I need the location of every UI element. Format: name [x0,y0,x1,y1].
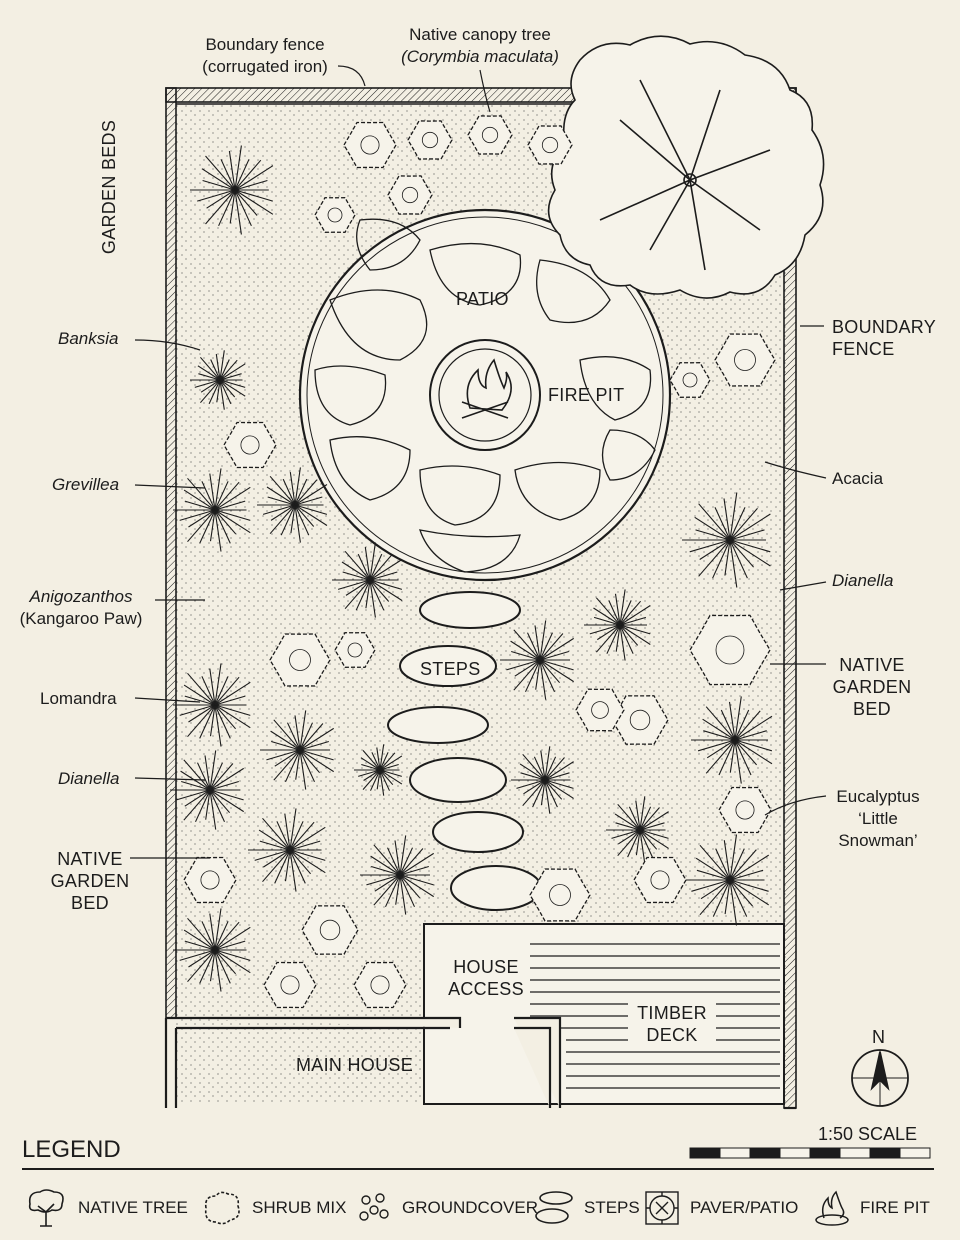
planting [170,115,776,1009]
legend-divider [22,1168,934,1170]
label-north: N [872,1027,886,1047]
shrub-plant [611,695,669,745]
label-boundary-fence-top: Boundary fence (corrugated iron) [202,35,328,76]
grass-plant [682,492,771,588]
shrub-plant [314,197,356,233]
paver-patio-icon [645,1191,679,1225]
label-dianella-right: Dianella [832,571,894,590]
shrub-plant [334,632,376,668]
shrub-plant [689,614,771,686]
groundcover-icon [359,1193,389,1221]
label-main-house: MAIN HOUSE [296,1055,414,1075]
fire-pit-icon [461,358,512,419]
shrub-plant [343,121,397,169]
shrub-plant [529,868,591,922]
scale-bar [689,1147,931,1159]
label-patio: PATIO [456,289,509,309]
label-canopy-tree: Native canopy tree (Corymbia maculata) [401,25,559,66]
label-anigozanthos: Anigozanthos (Kangaroo Paw) [19,587,143,628]
shrub-plant [263,961,317,1009]
grass-plant [606,796,669,864]
grass-plant [354,744,403,796]
grass-plant [360,835,434,915]
fire-pit-icon [815,1190,849,1226]
label-acacia: Acacia [832,469,884,488]
grass-plant [691,696,773,784]
grass-plant [173,908,251,992]
grass-plant [190,145,274,235]
legend-item-native-tree: NATIVE TREE [22,1188,188,1228]
label-native-garden-bed-left: NATIVE GARDEN BED [50,849,130,913]
legend-item-groundcover: GROUNDCOVER [354,1188,538,1228]
shrub-plant [301,905,359,955]
shrub-plant [407,120,453,160]
legend-item-paver-patio: PAVER/PATIO [642,1188,798,1228]
grass-plant [257,467,328,543]
label-boundary-fence-right: BOUNDARY FENCE [832,317,937,359]
north-arrow [851,1049,909,1107]
label-banksia: Banksia [58,329,119,348]
steps-stones [387,591,542,911]
label-native-garden-bed-right: NATIVE GARDEN BED [832,655,912,719]
timber-deck [423,923,785,1105]
scale-label: 1:50 SCALE [818,1124,918,1144]
grass-plant [500,620,574,700]
legend-title: LEGEND [22,1136,121,1163]
label-steps: STEPS [420,659,481,679]
shrub-plant [353,961,407,1009]
grass-plant [584,589,651,661]
shrub-plant [633,856,687,904]
shrub-plant [718,786,772,834]
label-grevillea: Grevillea [52,475,120,494]
main-house [164,1016,796,1110]
steps-icon [535,1191,573,1224]
grass-plant [173,468,251,552]
shrub-plant [183,856,237,904]
label-fire-pit: FIRE PIT [548,385,625,405]
leader-lines [130,65,827,859]
label-garden-beds: GARDEN BEDS [99,119,120,255]
grass-plant [332,542,403,618]
label-lomandra: Lomandra [40,689,117,708]
grass-plant [248,808,326,892]
shrub-plant [575,688,625,732]
grass-plant [190,350,246,410]
shrub-plant [527,125,573,165]
grass-plant [260,710,334,790]
fire-pit-ring [429,339,541,451]
legend-item-steps: STEPS [534,1188,640,1228]
shrub-mix-icon [204,1191,240,1225]
grass-plant [170,750,244,830]
native-tree-icon [28,1189,64,1227]
shrub-plant [269,633,331,687]
grass-plant [684,834,769,926]
label-dianella-left: Dianella [58,769,120,788]
shrub-plant [223,421,277,469]
grass-plant [173,663,251,747]
canopy-tree [547,35,825,299]
legend-item-shrub-mix: SHRUB MIX [200,1188,346,1228]
shrub-plant [387,175,433,215]
patio [298,208,672,582]
shrub-plant [714,333,776,387]
label-eucalyptus: Eucalyptus ‘Little Snowman’ [836,787,920,850]
shrub-plant [467,115,513,155]
label-house-access: HOUSE ACCESS [442,956,530,1000]
shrub-plant [669,362,711,398]
legend-item-fire-pit: FIRE PIT [812,1188,930,1228]
label-timber-deck: TIMBER DECK [628,1002,716,1046]
grass-plant [511,746,574,814]
